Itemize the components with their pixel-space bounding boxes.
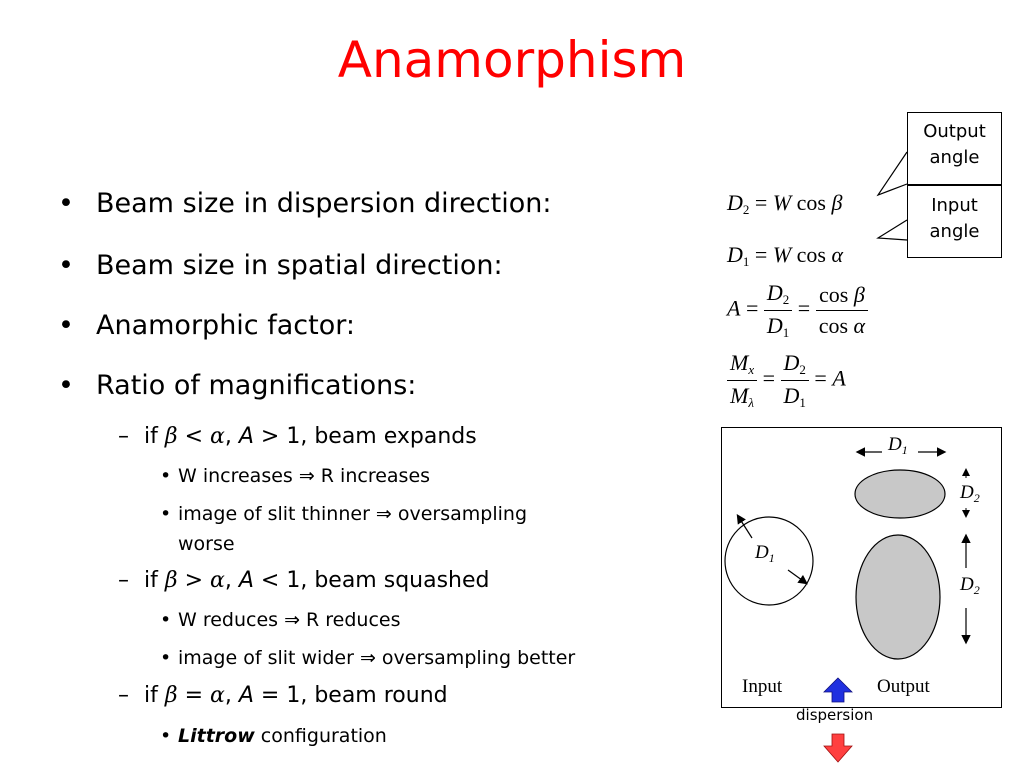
d1-circle-arrow-up: [736, 513, 753, 539]
label-d2-top: D2: [960, 482, 980, 505]
callout-divider: [908, 184, 1001, 186]
bullet-text: Anamorphic factor:: [96, 310, 355, 341]
label-dispersion: dispersion: [796, 706, 874, 724]
beta-symbol: β: [831, 190, 843, 215]
dash: –: [118, 683, 129, 708]
beam-diagram-svg: [724, 447, 971, 660]
callout-output-angle: Output angle: [923, 121, 986, 168]
bullet-text: Beam size in spatial direction:: [96, 250, 503, 281]
alpha-symbol: α: [831, 242, 844, 267]
beta-symbol: β: [164, 568, 178, 593]
d1-circle-arrow-down: [787, 569, 808, 585]
input-circle: [724, 516, 814, 606]
dash: –: [118, 568, 129, 593]
beta-symbol: β: [164, 424, 178, 449]
dispersion-arrows: [823, 677, 853, 763]
callout-input-pointer: [876, 219, 908, 241]
output-ellipse-small: [854, 469, 946, 519]
callout-output-pointer: [876, 151, 908, 197]
beta-symbol: β: [164, 683, 178, 708]
dash: –: [118, 424, 129, 449]
alpha-symbol: α: [210, 424, 225, 449]
label-input: Input: [742, 676, 783, 697]
callout-pointers: [876, 151, 908, 241]
label-d1-top: D1: [888, 434, 908, 457]
bullet-dot: •: [58, 310, 74, 341]
bullet-dot: •: [58, 250, 74, 281]
alpha-symbol: α: [210, 683, 225, 708]
arrow-up-icon: [823, 677, 853, 703]
beam-diagram: D1 D2 D1 D2 Input Output: [721, 427, 1002, 708]
bullet-dot: •: [58, 188, 74, 219]
bullet-dot: •: [58, 370, 74, 401]
equation-d1: D1 = W cos α: [727, 242, 844, 269]
page-title: Anamorphism: [337, 31, 687, 89]
bullet-text: Beam size in dispersion direction:: [96, 188, 552, 219]
label-output: Output: [877, 676, 930, 697]
arrow-down-icon: [823, 733, 853, 763]
callout-input-angle: Input angle: [929, 195, 980, 242]
equation-d2: D2 = W cos β: [727, 190, 843, 217]
angle-callouts: Output angle Input angle: [907, 112, 1002, 258]
label-d2-bottom: D2: [960, 574, 980, 597]
alpha-symbol: α: [210, 568, 225, 593]
bullet-text: Ratio of magnifications:: [96, 370, 417, 401]
littrow-term: Littrow: [178, 725, 255, 747]
output-ellipse-large: [855, 534, 941, 660]
label-d1-circle: D1: [755, 542, 775, 565]
